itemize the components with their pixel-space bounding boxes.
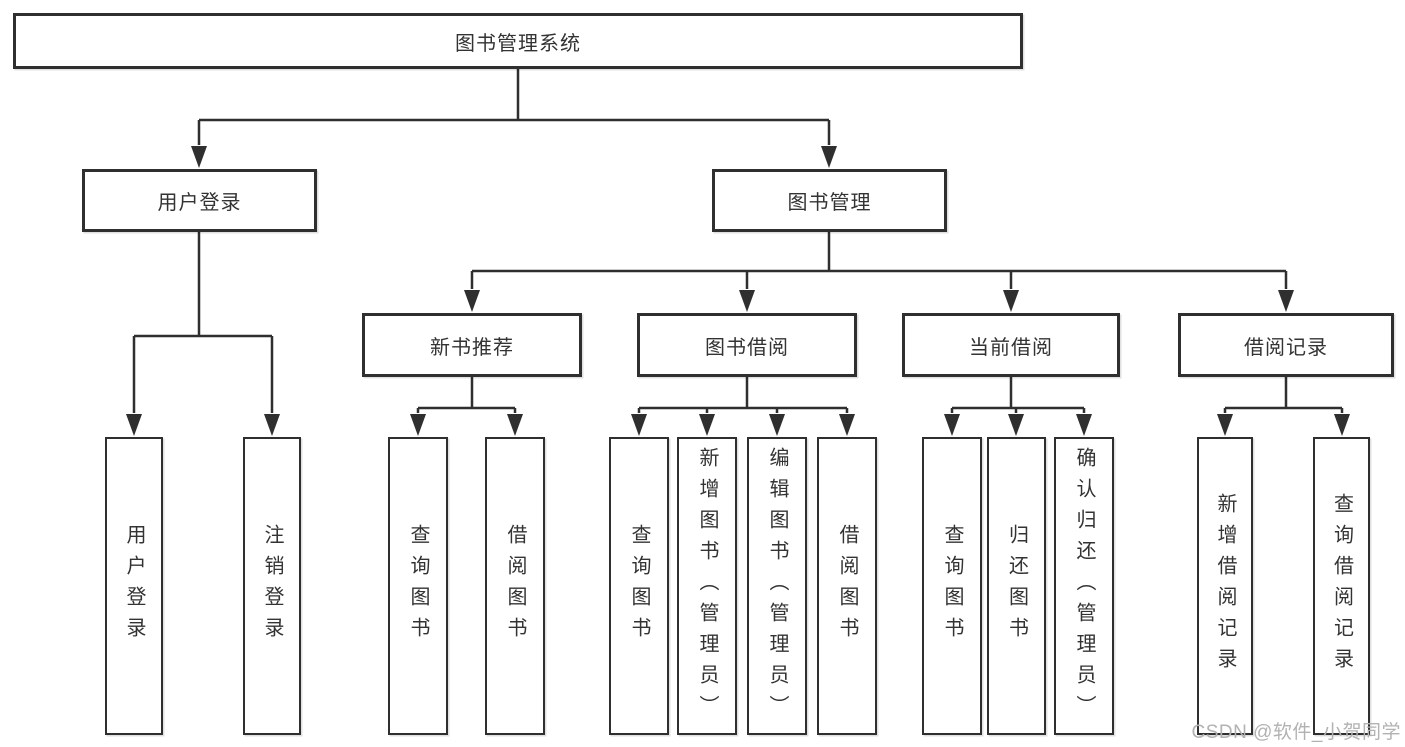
leaf-query-books-borrowing: 查询图书 [609,437,669,735]
connector-borrowing-records-to-leaves [1217,377,1350,436]
leaf-edit-book-admin: 编辑图书（管理员） [747,437,807,735]
node-borrowing-records: 借阅记录 [1178,313,1394,377]
leaf-borrow-books-borrowing: 借阅图书 [817,437,877,735]
connector-book-management-to-level3 [464,232,1294,312]
leaf-confirm-return-admin: 确认归还（管理员） [1054,437,1114,735]
leaf-add-borrow-record: 新增借阅记录 [1197,437,1253,735]
leaf-query-borrow-record: 查询借阅记录 [1313,437,1370,735]
leaf-add-book-admin: 新增图书（管理员） [677,437,737,735]
node-book-borrowing: 图书借阅 [637,313,857,377]
connector-current-borrowing-to-leaves [944,377,1092,436]
leaf-logout: 注销登录 [243,437,301,735]
leaf-query-books-recommend: 查询图书 [388,437,448,735]
connector-new-book-recommend-to-leaves [410,377,523,436]
node-library-management-system: 图书管理系统 [13,13,1023,69]
csdn-watermark: CSDN @软件_小贺同学 [1191,722,1401,743]
leaf-borrow-books-recommend: 借阅图书 [485,437,545,735]
node-new-book-recommend: 新书推荐 [362,313,582,377]
connector-root-to-level2 [191,69,837,168]
node-user-login: 用户登录 [82,169,317,232]
leaf-return-book: 归还图书 [987,437,1046,735]
leaf-user-login: 用户登录 [105,437,163,735]
node-current-borrowing: 当前借阅 [902,313,1120,377]
connector-user-login-to-leaves [126,232,280,436]
node-book-management: 图书管理 [712,169,947,232]
leaf-query-books-current: 查询图书 [922,437,982,735]
connector-book-borrowing-to-leaves [631,377,855,436]
